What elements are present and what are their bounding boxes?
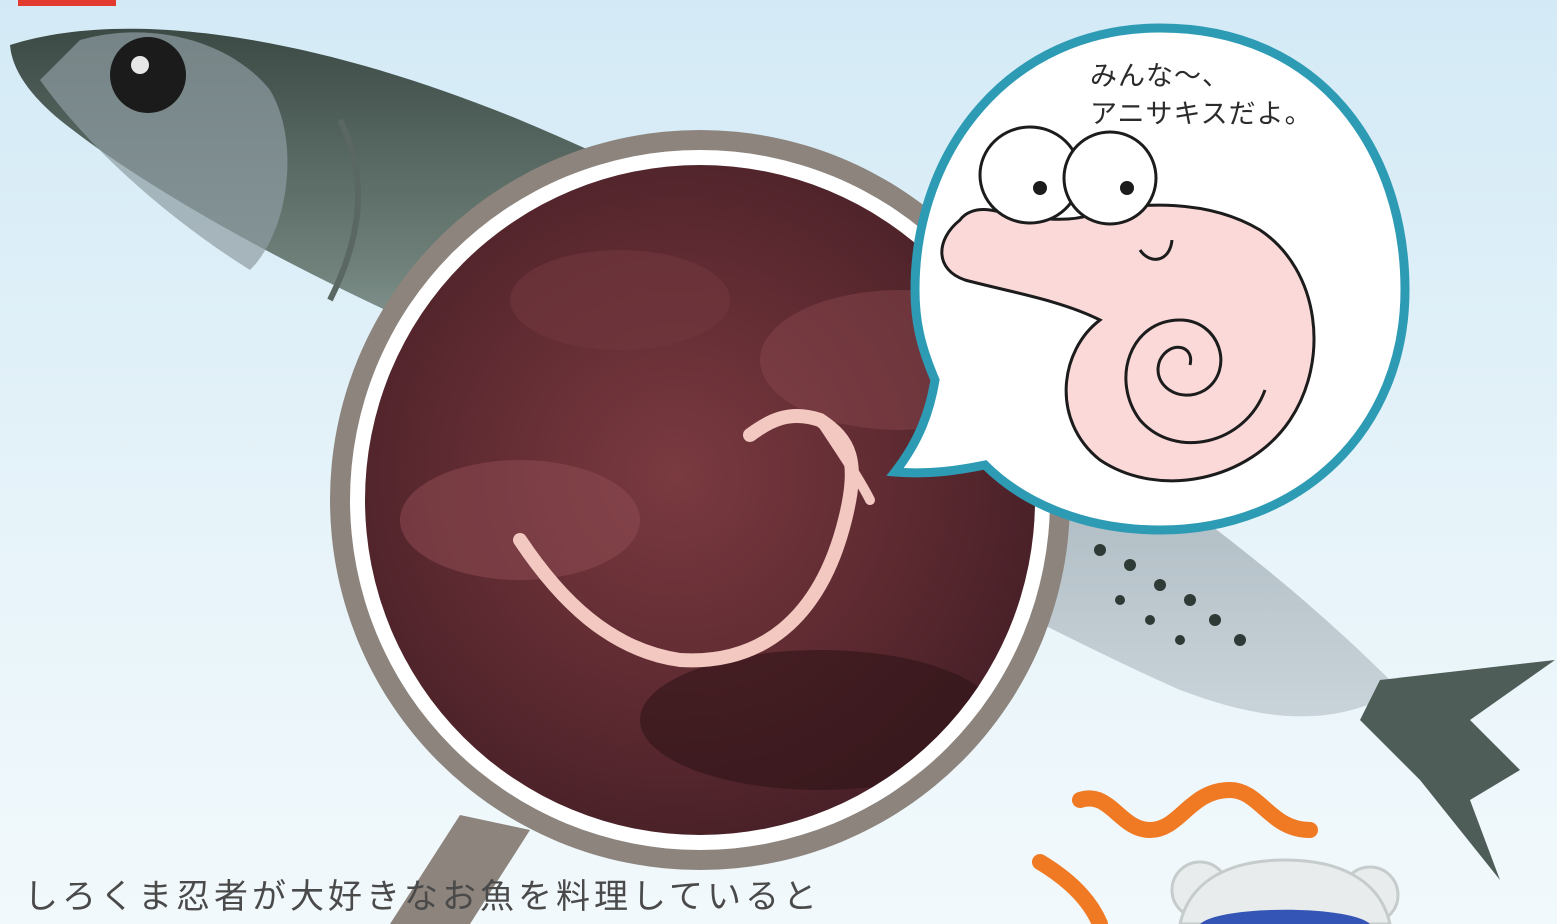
mascot-smile bbox=[1138, 239, 1174, 261]
mascot-right-eye bbox=[1062, 130, 1158, 226]
mascot-body bbox=[940, 203, 1316, 483]
magnifying-glass bbox=[330, 130, 1070, 924]
speech-line-2: アニサキスだよ。 bbox=[1090, 99, 1313, 130]
red-corner-tab bbox=[18, 0, 116, 6]
polar-bear-ninja-character bbox=[1170, 858, 1400, 924]
anisakis-mascot bbox=[940, 125, 1316, 483]
fish-gill bbox=[327, 118, 362, 302]
fish-eye bbox=[110, 37, 186, 113]
fish-spots bbox=[1094, 544, 1246, 646]
surprise-icon bbox=[1032, 781, 1318, 924]
story-caption: しろくま忍者が大好きなお魚を料理していると bbox=[24, 877, 821, 917]
mascot-spiral bbox=[1124, 318, 1267, 444]
fish-tail bbox=[1360, 660, 1555, 880]
magnifier-handle bbox=[390, 815, 530, 924]
fish-head bbox=[40, 32, 288, 270]
speech-text: みんな〜、 アニサキスだよ。 bbox=[1090, 58, 1390, 134]
speech-line-1: みんな〜、 bbox=[1090, 61, 1230, 92]
